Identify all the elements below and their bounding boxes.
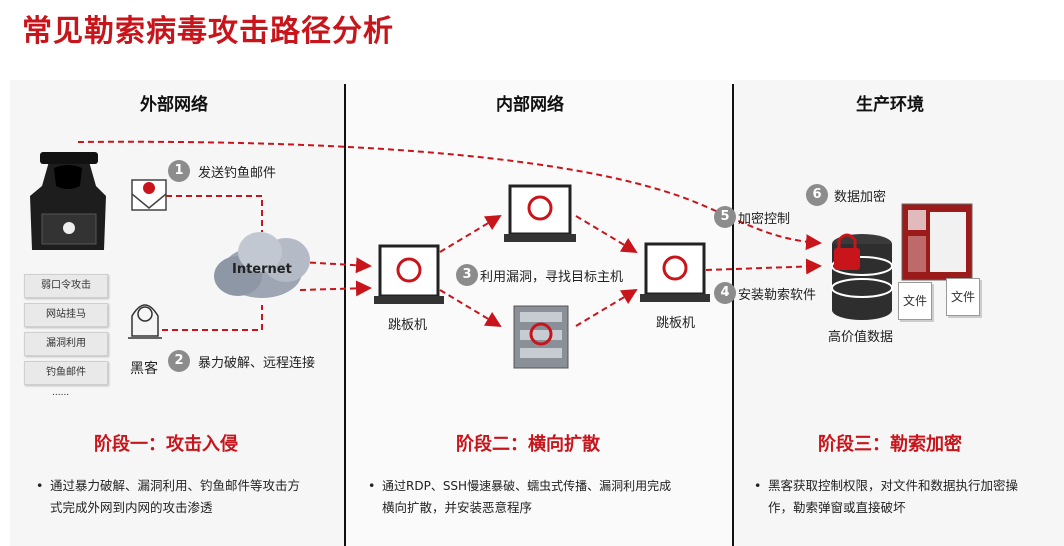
attack-method-weak-password: 弱口令攻击: [24, 274, 108, 298]
step-1-text: 发送钓鱼邮件: [198, 166, 277, 181]
path-top-to-jump2: [575, 215, 638, 254]
step-4-badge: 4: [714, 282, 736, 304]
jump-host-right-icon: [640, 242, 710, 302]
file-label-2: 文件: [950, 290, 975, 304]
internet-cloud-icon: [214, 232, 310, 298]
path-hacker-to-cloud: [162, 305, 263, 331]
database-icon: [831, 234, 893, 320]
path-server-to-jump2: [575, 288, 638, 327]
jump-host-left-label: 跳板机: [388, 318, 428, 333]
jump-host-right-label: 跳板机: [656, 316, 696, 331]
header-internal: 内部网络: [496, 95, 564, 115]
bullet-2: •: [368, 478, 376, 493]
stage-3-desc: • 黑客获取控制权限，对文件和数据执行加密操 作，勒索弹窗或直接破坏: [754, 475, 1058, 519]
stage-3-title: 阶段三：勒索加密: [818, 434, 962, 455]
lock-icon: [834, 233, 860, 270]
divider-left: [344, 84, 346, 546]
jump-host-left-icon: [374, 244, 444, 304]
stage-3-desc-line2: 作，勒索弹窗或直接破坏: [768, 500, 906, 515]
path-email-to-cloud: [166, 195, 263, 232]
path-cloud-to-jump-1: [299, 257, 372, 274]
high-value-data-label: 高价值数据: [828, 330, 894, 345]
hacker-hooded-icon: [30, 152, 106, 250]
phishing-email-icon: [131, 179, 167, 211]
step-1-badge: 1: [168, 160, 190, 182]
stage-3-desc-line1: 黑客获取控制权限，对文件和数据执行加密操: [768, 478, 1019, 493]
internet-label: Internet: [232, 262, 292, 277]
hacker-outline-icon: [128, 304, 162, 339]
stage-1-desc: • 通过暴力破解、漏洞利用、钓鱼邮件等攻击方 式完成外网到内网的攻击渗透: [36, 475, 340, 519]
attack-method-exploit: 漏洞利用: [24, 332, 108, 356]
step-2-badge: 2: [168, 350, 190, 372]
path-top-curve: [77, 140, 822, 251]
step-5-badge: 5: [714, 206, 736, 228]
header-external: 外部网络: [140, 95, 208, 115]
divider-right: [732, 84, 734, 546]
server-rack-icon: [513, 305, 569, 369]
hacker-label: 黑客: [130, 361, 158, 377]
path-jump-to-server: [439, 289, 502, 328]
header-production: 生产环境: [856, 95, 924, 115]
path-jump2-to-db: [705, 258, 822, 275]
ransom-window-icon: [901, 203, 973, 281]
step-6-text: 数据加密: [834, 190, 887, 205]
bullet-1: •: [36, 478, 44, 493]
step-2-text: 暴力破解、远程连接: [198, 356, 316, 371]
attack-method-phishing: 钓鱼邮件: [24, 361, 108, 385]
path-jump-to-top: [439, 214, 502, 253]
attack-method-more: ......: [52, 388, 70, 398]
stage-1-title: 阶段一：攻击入侵: [94, 434, 238, 455]
bullet-3: •: [754, 478, 762, 493]
stage-2-desc-line2: 横向扩散，并安装恶意程序: [382, 500, 533, 515]
step-4-text: 安装勒索软件: [738, 288, 817, 303]
stage-1-desc-line1: 通过暴力破解、漏洞利用、钓鱼邮件等攻击方: [50, 478, 301, 493]
stage-1-desc-line2: 式完成外网到内网的攻击渗透: [50, 500, 213, 515]
stage-2-desc: • 通过RDP、SSH慢速暴破、蠕虫式传播、漏洞利用完成 横向扩散，并安装恶意程…: [368, 475, 728, 519]
path-cloud-to-jump-2: [299, 280, 372, 297]
stage-2-title: 阶段二：横向扩散: [456, 434, 600, 455]
step-3-badge: 3: [456, 264, 478, 286]
target-host-top-icon: [504, 184, 576, 242]
file-icon-2: 文件: [946, 278, 980, 316]
step-5-text: 加密控制: [738, 212, 791, 227]
file-label-1: 文件: [902, 294, 927, 308]
page-title: 常见勒索病毒攻击路径分析: [22, 14, 394, 49]
step-3-text: 利用漏洞，寻找目标主机: [480, 270, 624, 285]
attack-method-site-trojan: 网站挂马: [24, 303, 108, 327]
file-icon-1: 文件: [898, 282, 932, 320]
step-6-badge: 6: [806, 184, 828, 206]
stage-2-desc-line1: 通过RDP、SSH慢速暴破、蠕虫式传播、漏洞利用完成: [382, 479, 672, 493]
